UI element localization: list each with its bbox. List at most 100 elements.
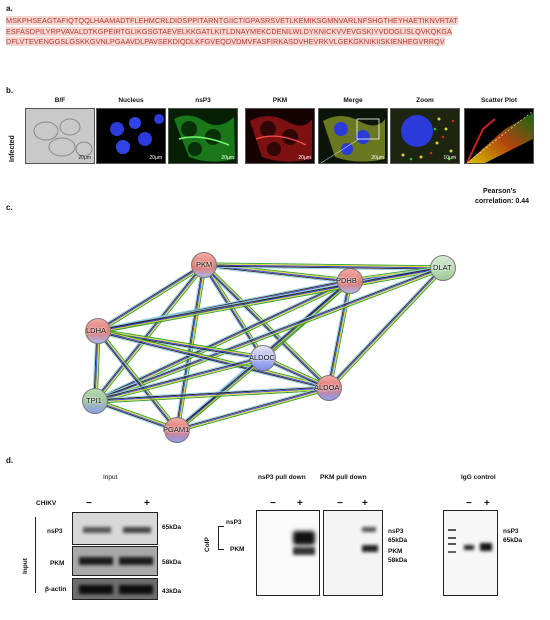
network-edge-line (178, 359, 265, 433)
network-edge-line (329, 268, 445, 390)
node-label-dlat: DLAT (433, 263, 452, 272)
network-edge-line (95, 398, 178, 429)
sequence-line-3: DFLVTEVENGGSLGSKKGVNLPGAAVDLPAVSEKDIQDLK… (6, 37, 445, 47)
node-label-pgam1: PGAM1 (163, 425, 190, 434)
network-edge-line (96, 331, 177, 431)
network-edge-line (177, 389, 330, 433)
igg-marker-65kda: 65kDa (503, 537, 523, 544)
scale-bar-bf: 20µm (78, 155, 91, 161)
network-edge-line (330, 269, 445, 390)
network-edge-line (176, 386, 329, 430)
network-edge-line (97, 330, 330, 389)
pearson-label-line1: Pearson's (483, 188, 517, 195)
network-edge-line (204, 263, 444, 268)
coip-row-nsp3: nsP3 (226, 519, 242, 526)
col-header-scatter: Scatter Plot (480, 97, 518, 104)
network-edge-line (97, 263, 204, 331)
input-blot-pkm (72, 546, 158, 576)
node-pdhb (337, 268, 363, 294)
nsp3-pulldown-title: nsP3 pull down (258, 474, 306, 481)
input-row-bactin: β-actin (45, 586, 67, 593)
network-edge-line (203, 266, 350, 284)
nsp3-pulldown-blot (256, 510, 320, 596)
col-header-pkm: PKM (272, 97, 288, 104)
nucleus-image: 20µm (96, 108, 166, 164)
panel-d-label: d. (6, 456, 14, 465)
scale-bar-nucleus: 20µm (149, 155, 162, 161)
network-edge-line (203, 265, 443, 270)
input-kda-58: 58kDa (162, 559, 182, 566)
network-edge-line (94, 356, 263, 401)
node-label-ldha: LDHA (86, 326, 107, 335)
network-edge-line (328, 267, 444, 389)
network-edge-line (176, 387, 330, 431)
pulldown-plus-1: + (297, 498, 303, 509)
pulldown-minus-1: − (270, 498, 276, 509)
network-edge-line (95, 388, 330, 403)
network-edge-line (99, 329, 180, 429)
igg-marker-nsp3: nsP3 (503, 528, 519, 535)
network-edge-line (95, 332, 176, 432)
sequence-line-1: MSKPHSEAGTAFIQTQQLHAAMADTFLEHMCRLDIDSPPI… (6, 16, 458, 25)
network-edge-line (94, 400, 178, 431)
node-label-pdhb: PDHB (336, 276, 357, 285)
input-bracket (35, 517, 40, 593)
pulldown-marker-pkm: PKM (388, 548, 403, 555)
zoom-image: 10µm (390, 108, 460, 164)
network-edge-line (327, 266, 443, 388)
network-edge-line (327, 280, 350, 388)
scale-bar-merge: 20µm (371, 155, 384, 161)
scatter-plot-image (464, 108, 534, 164)
brightfield-image: 20µm (25, 108, 95, 164)
scale-bar-pkm: 20µm (298, 155, 311, 161)
network-edge-line (95, 399, 178, 430)
network-edge-line (96, 266, 207, 403)
input-blot-bactin (72, 578, 158, 600)
node-ldha (85, 318, 111, 344)
node-tpi1 (82, 388, 108, 414)
col-header-zoom: Zoom (416, 97, 434, 104)
node-dlat (430, 255, 456, 281)
pulldown-minus-2: − (337, 498, 343, 509)
input-row-pkm: PKM (50, 560, 65, 567)
network-edge-line (93, 264, 204, 401)
node-pgam1 (164, 417, 190, 443)
merge-image: 20µm (318, 108, 388, 164)
igg-minus: − (466, 498, 472, 509)
network-edge-line (98, 328, 264, 357)
network-edge-line (95, 389, 330, 404)
row-label-infected: Infected (9, 135, 16, 162)
network-edge-line (98, 265, 205, 333)
network-edge-line (98, 330, 179, 430)
sequence-line-2: ESFASDPILYRPVAVALDTKGPEIRTGLIKGSGTAEVELK… (6, 26, 452, 36)
coip-bracket (218, 526, 224, 550)
network-edge-line (94, 402, 177, 433)
network-edge-line (96, 262, 204, 330)
network-edge-line (98, 266, 206, 334)
network-edge-line (329, 281, 352, 389)
node-pkm (191, 252, 217, 278)
scale-bar-zoom: 10µm (443, 155, 456, 161)
nsp3-image: 20µm (168, 108, 238, 164)
network-edge-line (94, 266, 443, 401)
network-edge-line (326, 280, 349, 388)
node-label-aldoc: ALDOC (249, 353, 275, 362)
input-kda-65: 65kDa (162, 524, 182, 531)
igg-title: IgG control (461, 474, 496, 481)
network-edge-line (97, 265, 443, 330)
pulldown-plus-2: + (362, 498, 368, 509)
panel-c-label: c. (6, 203, 13, 212)
scale-bar-nsp3: 20µm (221, 155, 234, 161)
network-edge-line (98, 269, 444, 334)
network-edge-line (176, 385, 329, 429)
pearson-label: Pearson's correlation: 0.44 (475, 187, 529, 207)
network-edge-line (98, 329, 264, 358)
network-edge-line (94, 267, 444, 402)
pkm-pulldown-blot (323, 510, 383, 596)
network-edge-line (203, 266, 443, 271)
pulldown-marker-nsp3: nsP3 (388, 528, 404, 535)
coip-label: CoIP (204, 537, 211, 552)
network-edge-line (177, 388, 330, 432)
input-side-label: Input (22, 558, 29, 574)
coip-row-pkm: PKM (230, 546, 245, 553)
